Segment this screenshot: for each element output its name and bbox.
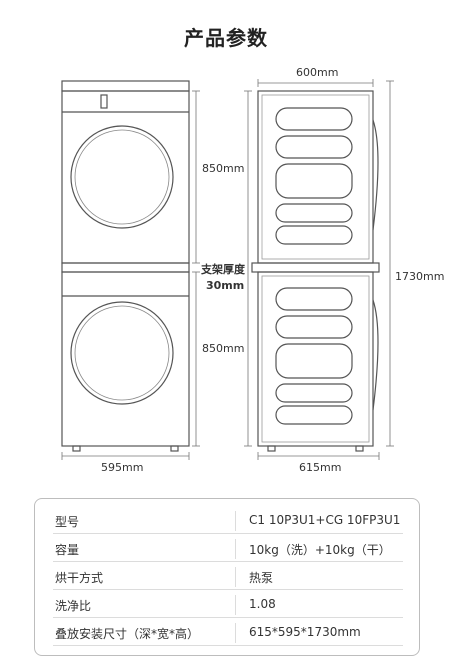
page-title: 产品参数 — [184, 26, 268, 50]
side-view-dryer — [257, 90, 379, 264]
side-view-bracket — [251, 262, 380, 273]
spec-value: 热泵 — [249, 571, 274, 585]
spec-divider — [235, 595, 236, 615]
spec-row: 洗净比 1.08 — [53, 593, 403, 618]
spec-row: 型号 C1 10P3U1+CG 10FP3U1 — [53, 509, 403, 534]
spec-divider — [235, 567, 236, 587]
side-depth-label: 615mm — [299, 461, 342, 474]
spec-row: 叠放安装尺寸（深*宽*高） 615*595*1730mm — [53, 621, 403, 646]
bracket-thickness-label: 支架厚度 — [201, 261, 245, 277]
bracket-thickness-value: 30mm — [206, 279, 245, 292]
product-dimension-diagram — [61, 79, 394, 460]
upper-height-label: 850mm — [202, 162, 245, 175]
spec-key: 洗净比 — [55, 599, 92, 613]
spec-value: 615*595*1730mm — [249, 625, 361, 639]
spec-divider — [235, 539, 236, 559]
spec-value: 1.08 — [249, 597, 276, 611]
spec-key: 容量 — [55, 543, 80, 557]
lower-height-label: 850mm — [202, 342, 245, 355]
spec-row: 烘干方式 热泵 — [53, 565, 403, 590]
side-top-width-label: 600mm — [296, 66, 339, 79]
front-view-dryer — [61, 80, 190, 264]
spec-divider — [235, 623, 236, 643]
spec-table: 型号 C1 10P3U1+CG 10FP3U1 容量 10kg（洗）+10kg（… — [34, 498, 420, 656]
spec-key: 叠放安装尺寸（深*宽*高） — [55, 627, 200, 641]
spec-key: 烘干方式 — [55, 571, 104, 585]
spec-key: 型号 — [55, 515, 80, 529]
spec-value: 10kg（洗）+10kg（干） — [249, 543, 391, 557]
front-view-washer — [61, 271, 190, 452]
side-view-washer — [257, 271, 379, 452]
spec-value: C1 10P3U1+CG 10FP3U1 — [249, 513, 401, 527]
front-view-bracket — [61, 262, 190, 273]
spec-row: 容量 10kg（洗）+10kg（干） — [53, 537, 403, 562]
front-width-label: 595mm — [101, 461, 144, 474]
spec-divider — [235, 511, 236, 531]
total-height-label: 1730mm — [395, 270, 445, 283]
